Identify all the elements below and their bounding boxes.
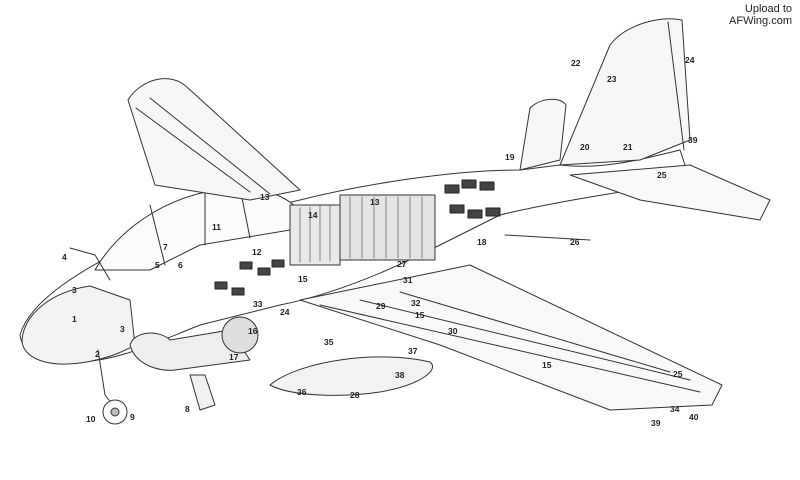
callout-1: 1 (72, 314, 77, 324)
callout-28: 28 (350, 390, 360, 400)
fin-rudder-line (667, 21, 685, 151)
refuel-probe (69, 247, 111, 281)
callout-8: 8 (185, 404, 190, 414)
callout-15: 15 (415, 310, 425, 320)
fuel-tank-main (339, 194, 436, 261)
callout-10: 10 (86, 414, 96, 424)
callout-32: 32 (411, 298, 421, 308)
callout-19: 19 (505, 152, 515, 162)
callout-26: 26 (570, 237, 580, 247)
callout-34: 34 (670, 404, 680, 414)
callout-9: 9 (130, 412, 135, 422)
left-wing-slat (135, 97, 271, 195)
callout-7: 7 (163, 242, 168, 252)
callout-35: 35 (324, 337, 334, 347)
vertical-fin (559, 18, 691, 166)
watermark-line-1: Upload to (744, 3, 792, 15)
callout-21: 21 (623, 142, 633, 152)
callout-3: 3 (120, 324, 125, 334)
callout-37: 37 (408, 346, 418, 356)
callout-30: 30 (448, 326, 458, 336)
callout-40: 40 (689, 412, 699, 422)
main-gear-door (189, 374, 216, 411)
callout-5: 5 (155, 260, 160, 270)
callout-13: 13 (370, 197, 380, 207)
callout-29: 29 (376, 301, 386, 311)
callout-2: 2 (95, 349, 100, 359)
fuel-tank-ribs (299, 196, 423, 263)
callout-33: 33 (253, 299, 263, 309)
callout-25: 25 (657, 170, 667, 180)
callout-11: 11 (212, 222, 221, 232)
callout-17: 17 (229, 352, 239, 362)
callout-12: 12 (252, 247, 262, 257)
callout-23: 23 (607, 74, 617, 84)
callout-24: 24 (685, 55, 695, 65)
callout-3: 3 (72, 285, 77, 295)
callout-14: 14 (308, 210, 318, 220)
callout-24: 24 (280, 307, 290, 317)
tail-hook-line (504, 234, 591, 241)
callout-39: 39 (688, 135, 698, 145)
watermark-line-2: AFWing.com (729, 15, 792, 27)
drop-tank (269, 356, 433, 396)
right-wing (299, 264, 723, 411)
callout-38: 38 (395, 370, 405, 380)
callout-25: 25 (673, 369, 683, 379)
nose-gear-hub (110, 407, 120, 417)
callout-15: 15 (542, 360, 552, 370)
callout-22: 22 (571, 58, 581, 68)
callout-16: 16 (248, 326, 258, 336)
callout-36: 36 (297, 387, 307, 397)
nose-cone (21, 285, 136, 365)
callout-numbers: 1 2 3 3 4 5 6 7 8 9 10 11 12 13 13 14 15… (62, 55, 699, 428)
callout-6: 6 (178, 260, 183, 270)
upper-stabilizer (519, 98, 567, 171)
callout-27: 27 (397, 259, 407, 269)
callout-4: 4 (62, 252, 67, 262)
callout-20: 20 (580, 142, 590, 152)
engine-fan (221, 316, 259, 354)
avionics-racks (214, 179, 501, 296)
callout-31: 31 (403, 275, 413, 285)
callout-13: 13 (260, 192, 270, 202)
lower-stabilizer (569, 164, 771, 221)
left-wing (127, 78, 301, 201)
callout-18: 18 (477, 237, 487, 247)
callout-15: 15 (298, 274, 308, 284)
callout-39: 39 (651, 418, 661, 428)
right-wing-spar (319, 291, 701, 393)
